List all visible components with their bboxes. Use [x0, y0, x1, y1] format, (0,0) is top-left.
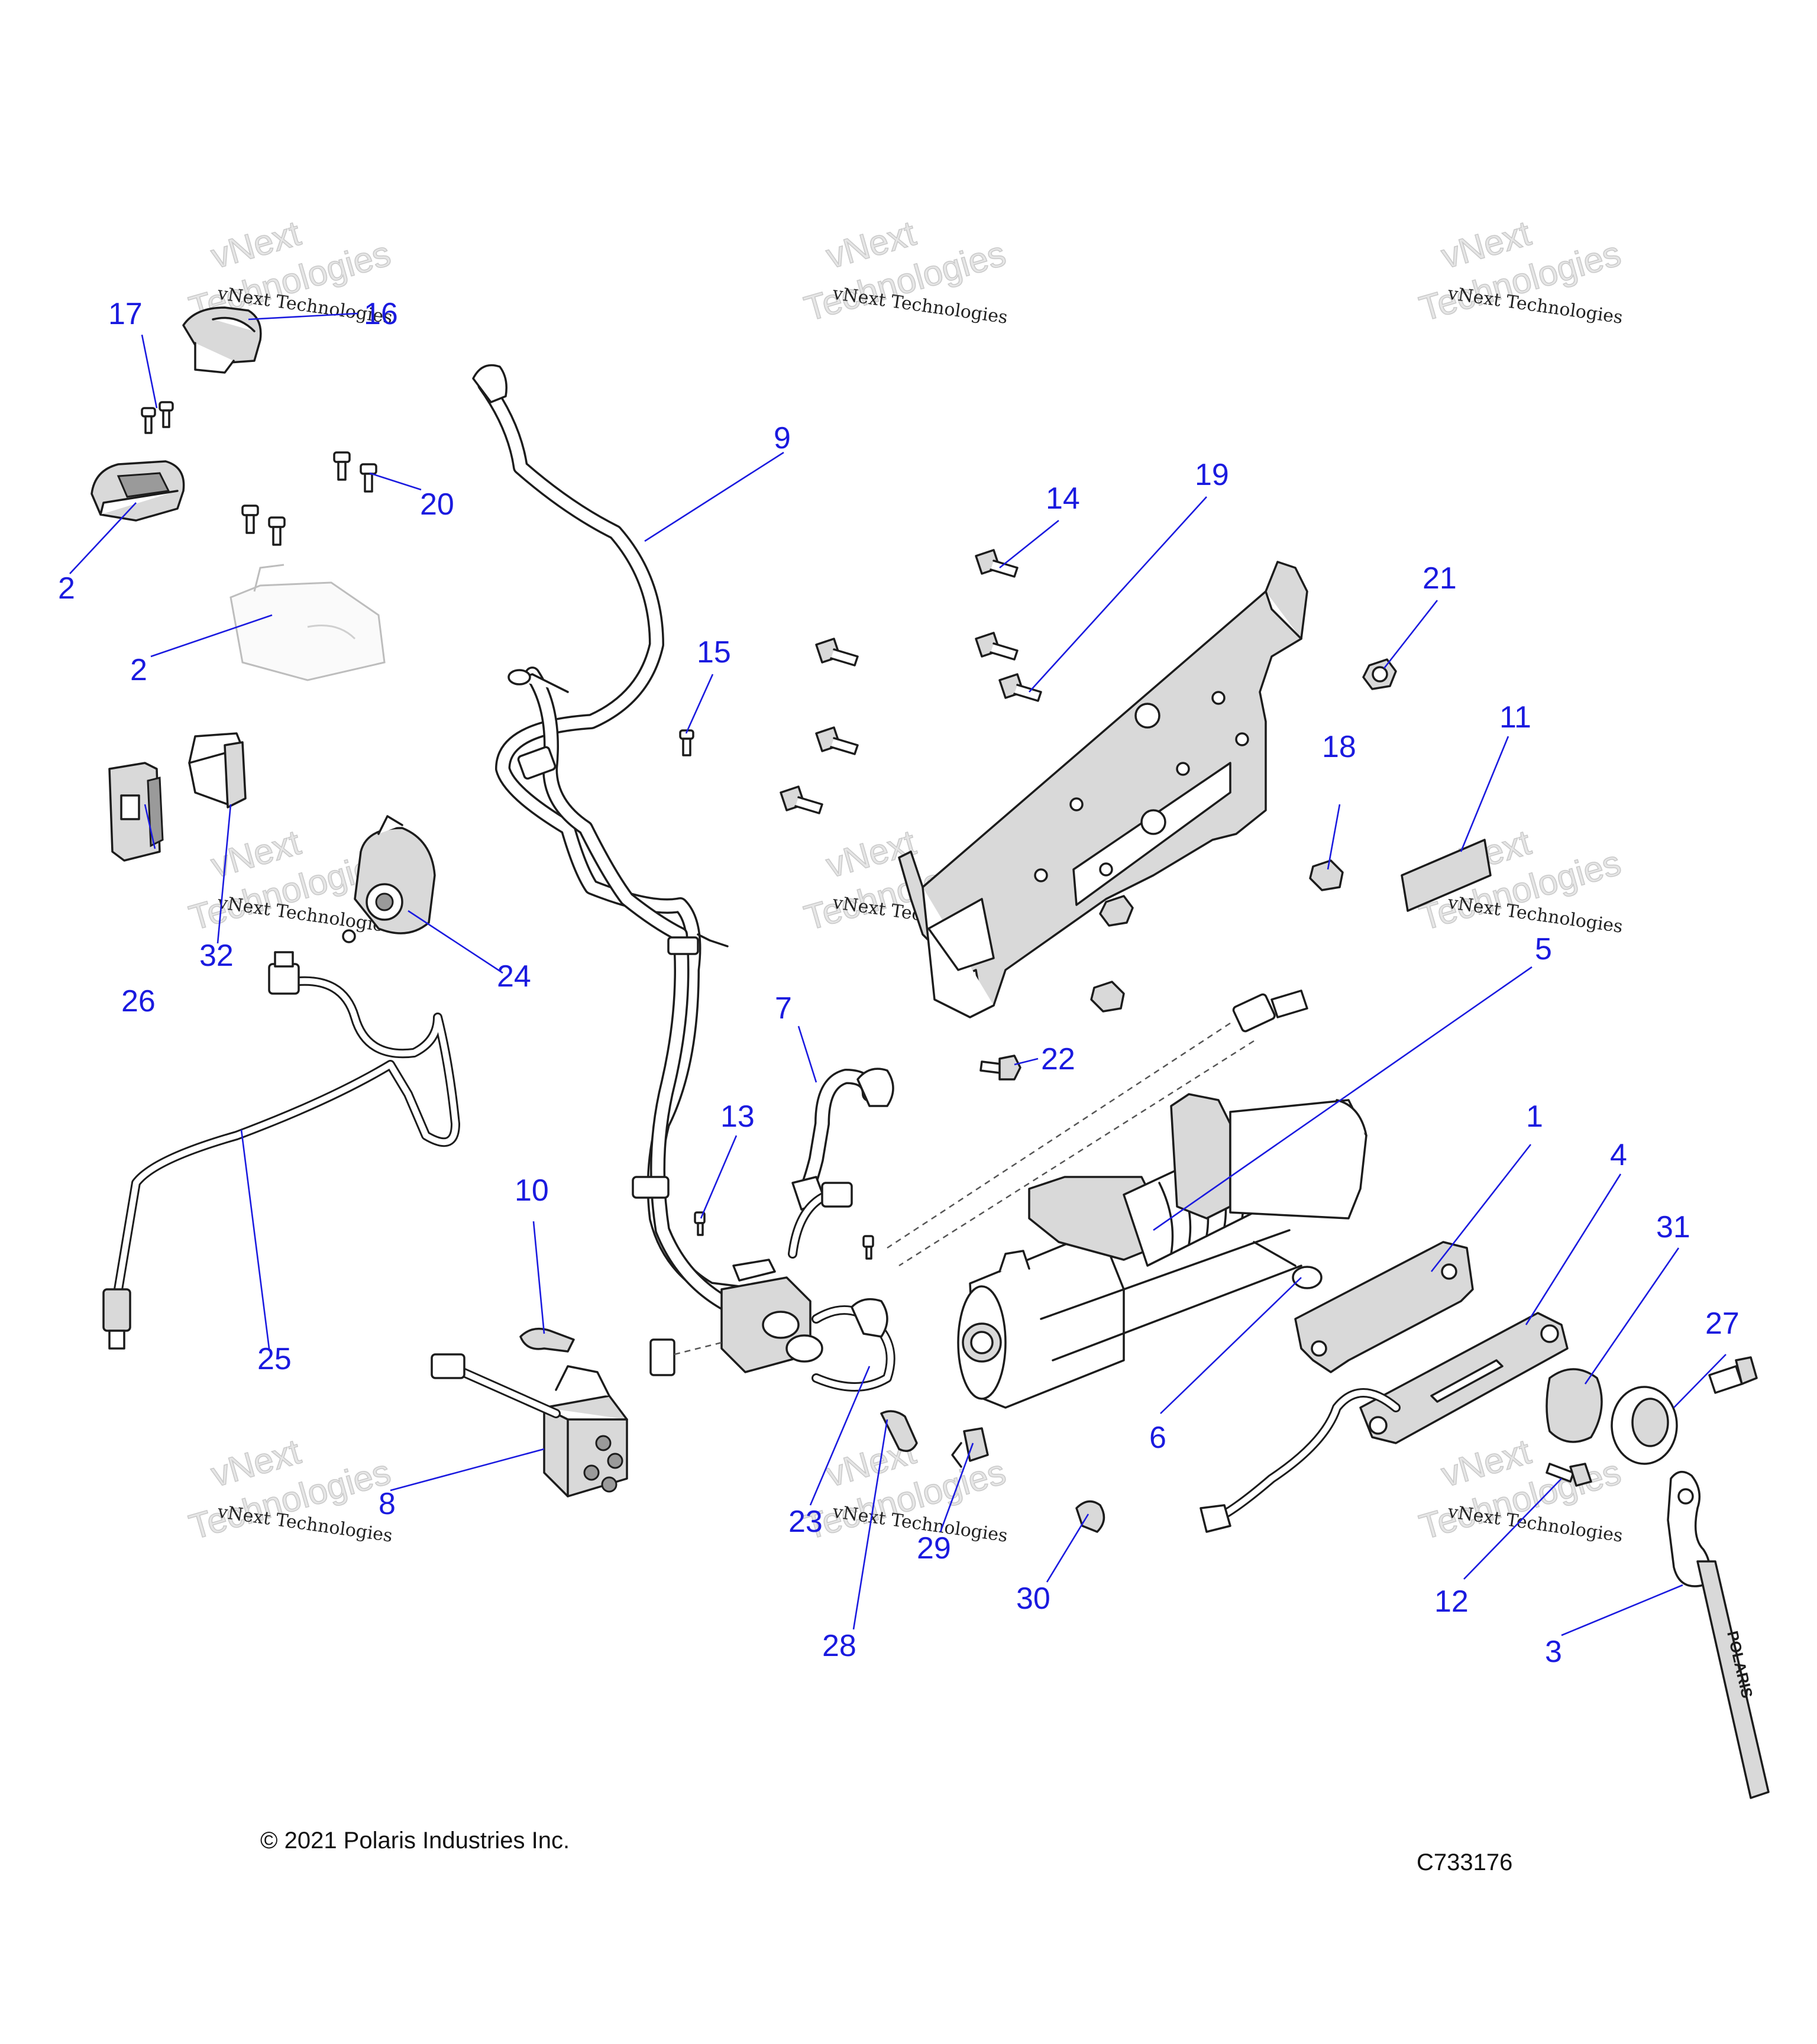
- callout-27: 27: [1705, 1306, 1740, 1341]
- callout-29: 29: [917, 1531, 951, 1566]
- small-connector: [649, 1338, 722, 1376]
- callout-9: 9: [774, 421, 791, 455]
- leader-lines: [69, 312, 1727, 1637]
- callout-11: 11: [1499, 700, 1531, 735]
- central-contactor: [720, 1182, 895, 1392]
- part-11-decal: [1401, 839, 1492, 912]
- callout-3: 3: [1545, 1635, 1562, 1669]
- part-7-short-cable: [791, 1068, 894, 1211]
- part-9-power-cable: [472, 364, 771, 1333]
- callout-31: 31: [1656, 1210, 1690, 1244]
- part-23-harness: [1200, 1388, 1401, 1533]
- part-20-screws: [241, 451, 377, 546]
- part-21-flange-bolt: [1362, 658, 1397, 690]
- callout-32: 32: [199, 939, 234, 973]
- part-32-switch-bezel: [188, 732, 247, 808]
- callout-14: 14: [1046, 481, 1080, 516]
- callout-17: 17: [108, 297, 143, 331]
- part-2-control-module: [90, 460, 185, 522]
- callout-26: 26: [121, 984, 156, 1018]
- part-31-stopper: [1546, 1368, 1603, 1443]
- part-6-cable-loop: [1253, 1241, 1323, 1289]
- part-28-cable-tie: [880, 1410, 918, 1453]
- callout-21: 21: [1422, 561, 1457, 596]
- callout-labels: 17 16 2 2 20 9 14 19 15 21 18 11 5 22 7 …: [58, 297, 1740, 1669]
- part-18-nuts: [1090, 859, 1344, 1013]
- callout-2a: 2: [58, 571, 75, 606]
- part-8-contactor: [431, 1353, 628, 1498]
- part-27-hook-stopper: [1611, 1356, 1758, 1465]
- part-30-clip: [1075, 1500, 1105, 1533]
- callout-1: 1: [1526, 1099, 1543, 1134]
- part-1-winch: [957, 1093, 1367, 1409]
- part-26-rocker-switch: [108, 762, 164, 862]
- part-17-screws: [141, 401, 174, 434]
- copyright-notice: © 2021 Polaris Industries Inc.: [260, 1828, 570, 1854]
- watermark-top-right: vNext Technologies vNext Technologies: [1415, 213, 1626, 329]
- callout-30: 30: [1016, 1581, 1050, 1616]
- part-10-clamp: [519, 1327, 575, 1353]
- callout-19: 19: [1195, 458, 1229, 492]
- watermark-top-center: vNext Technologies vNext Technologies: [800, 213, 1011, 329]
- callout-28: 28: [822, 1629, 856, 1663]
- callout-6: 6: [1149, 1421, 1166, 1455]
- part-24-motor-cap: [354, 815, 436, 934]
- watermark-bottom-right: vNext Technologies vNext Technologies: [1415, 1431, 1626, 1548]
- part-2-control-box-ghost: [229, 564, 386, 681]
- part-3-hook-strap: POLARIS: [1667, 1470, 1770, 1799]
- callout-20: 20: [420, 487, 454, 522]
- part-24-nut: [342, 929, 356, 943]
- winch-mounting-plate: [898, 561, 1308, 1018]
- callout-25: 25: [257, 1342, 292, 1376]
- watermark-bottom-left: vNext Technologies vNext Technologies: [185, 1431, 396, 1548]
- callout-12: 12: [1434, 1584, 1469, 1619]
- part-1-mounting-plate-front: [1294, 1241, 1474, 1373]
- callout-23: 23: [788, 1505, 823, 1539]
- part-4-hawse-fairlead: [1359, 1312, 1569, 1444]
- drawing-number: C733176: [1417, 1849, 1512, 1875]
- callout-15: 15: [697, 635, 731, 670]
- callout-24: 24: [497, 959, 531, 994]
- part-15-bolt: [679, 729, 694, 756]
- callout-10: 10: [515, 1173, 549, 1208]
- callout-22: 22: [1041, 1042, 1075, 1076]
- part-22-bolt: [979, 1055, 1021, 1081]
- part-14-bolt: [975, 549, 1019, 578]
- callout-5: 5: [1535, 932, 1552, 966]
- part-12-bolt: [1546, 1463, 1592, 1487]
- part-25-control-harness: [102, 951, 460, 1350]
- part-16-switch-housing: [182, 306, 262, 374]
- callout-7: 7: [775, 991, 792, 1026]
- callout-16: 16: [364, 297, 398, 331]
- bolt-near-cable: [862, 1235, 874, 1260]
- callout-4: 4: [1610, 1138, 1627, 1172]
- part-19-bolts: [780, 632, 1042, 814]
- part-13-bolt: [694, 1211, 706, 1236]
- callout-18: 18: [1322, 730, 1356, 764]
- callout-13: 13: [720, 1099, 755, 1134]
- callout-8: 8: [379, 1487, 396, 1521]
- part-5-remote-harness: [887, 989, 1308, 1267]
- callout-2b: 2: [130, 653, 147, 687]
